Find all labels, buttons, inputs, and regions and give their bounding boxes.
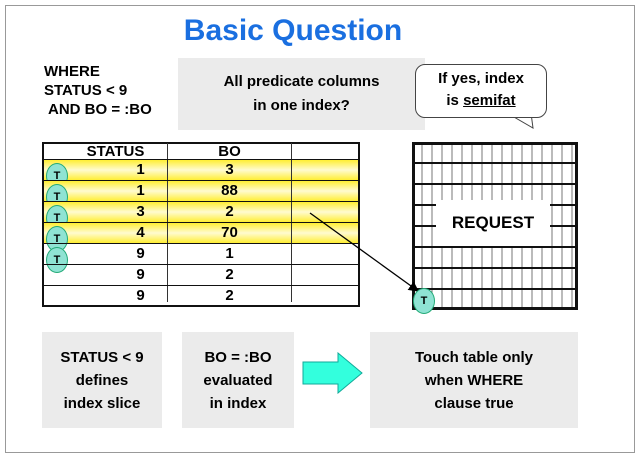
status-cell: 1 [136,181,145,199]
bo-cell: 3 [167,159,291,180]
slide-title: Basic Question [183,14,403,47]
table-touch-marker: T [413,288,435,314]
status-cell: 9 [136,286,145,304]
bo-cell: 88 [167,180,291,201]
index-row: 4 70 [44,221,358,243]
where-line: WHERE [44,63,100,80]
index-row: 1 88 [44,179,358,201]
status-cell: 9 [136,265,145,283]
empty-cell [291,159,358,180]
status-cell: 3 [136,202,145,220]
box-line: in index [209,394,267,412]
info-box-index-slice: STATUS < 9 defines index slice [42,332,162,428]
bo-cell: 2 [167,264,291,285]
semifat-term: semifat [463,92,516,109]
predicate-line: in one index? [253,97,350,114]
bo-cell: 70 [167,222,291,243]
where-line: STATUS < 9 [44,82,128,99]
header-status: STATUS [86,142,145,160]
predicate-line: All predicate columns [223,73,380,90]
where-line: AND BO = :BO [48,101,152,118]
bo-cell: 1 [167,243,291,264]
info-box-touch-table: Touch table only when WHERE clause true [370,332,578,428]
empty-cell [291,222,358,243]
box-line: Touch table only [414,348,534,366]
box-line: when WHERE [424,371,524,389]
where-clause: WHERE STATUS < 9 AND BO = :BO [44,62,152,119]
index-header-row: STATUS BO [44,142,358,160]
empty-cell [291,285,358,302]
right-arrow-icon [302,352,363,394]
empty-cell [291,180,358,201]
header-empty [291,142,358,159]
touch-marker: T [46,225,68,252]
box-line: STATUS < 9 [60,348,144,366]
status-cell: 4 [136,223,145,241]
header-bo: BO [167,142,291,160]
status-cell: 1 [136,160,145,178]
request-table-label: REQUEST [436,200,550,246]
bo-cell: 2 [167,201,291,222]
info-box-evaluated: BO = :BO evaluated in index [182,332,294,428]
callout-line: If yes, index [438,70,524,87]
box-line: clause true [434,394,514,412]
box-line: evaluated [203,371,273,389]
semifat-callout: If yes, index is semifat [415,64,547,118]
box-line: BO = :BO [204,348,272,366]
box-line: index slice [63,394,141,412]
slide-frame [5,5,635,453]
empty-cell [291,264,358,285]
box-line: defines [75,371,129,389]
predicate-question-box: All predicate columns in one index? [178,58,425,130]
bo-cell: 2 [167,285,291,304]
status-cell: 9 [136,244,145,262]
callout-line: is semifat [416,90,546,112]
touch-marker: T [46,246,68,273]
callout-prefix: is [446,92,464,109]
empty-cell [291,243,358,264]
empty-cell [291,201,358,222]
